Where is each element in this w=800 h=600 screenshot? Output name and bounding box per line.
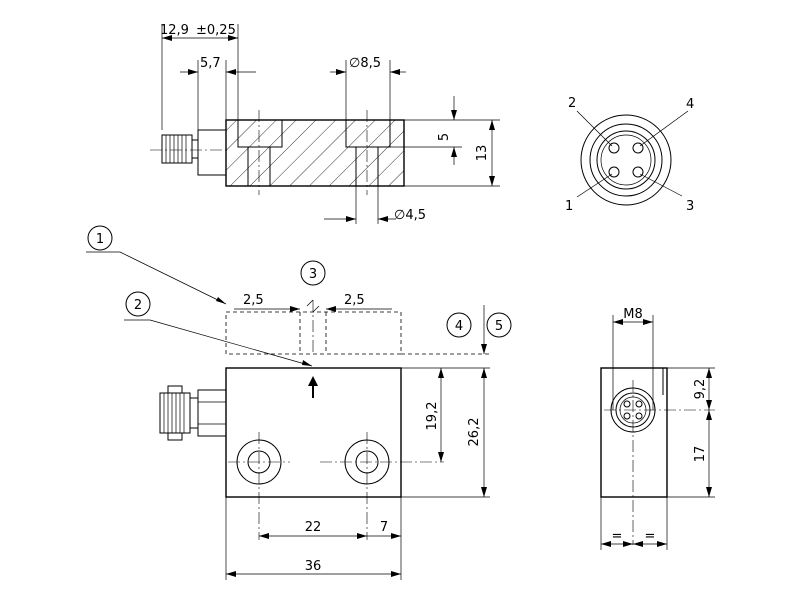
dim-offset-right: 2,5	[312, 293, 392, 313]
dim-counterbore-depth: 5	[390, 96, 500, 165]
side-section-view: 12,9 ±0,25 5,7 ∅8,5	[150, 23, 500, 224]
dim-hole-height: 19,2	[401, 367, 490, 462]
dim-bottom: 17	[667, 410, 715, 498]
svg-text:36: 36	[305, 559, 322, 574]
svg-text:22: 22	[305, 520, 322, 535]
pin-4-label: 4	[686, 97, 694, 112]
connector-side	[150, 129, 230, 176]
dim-edge: 7	[367, 520, 401, 539]
svg-text:17: 17	[693, 446, 708, 463]
svg-text:9,2: 9,2	[693, 379, 708, 400]
dim-tolerance-value: ±0,25	[196, 23, 236, 38]
direction-arrow-icon	[308, 376, 318, 398]
dim-body-height: 26,2	[401, 305, 490, 498]
mounting-hole-left	[228, 432, 290, 540]
dim-counterbore-diameter: ∅8,5	[330, 56, 406, 120]
dim-offset-left: 2,5	[234, 293, 314, 312]
svg-text:4: 4	[455, 319, 463, 334]
svg-text:5: 5	[495, 319, 503, 334]
dim-connector-length: 5,7	[180, 56, 256, 130]
dim-connector-value: 5,7	[200, 56, 221, 71]
svg-text:=: =	[612, 529, 623, 544]
svg-text:2: 2	[134, 298, 142, 313]
svg-text:19,2: 19,2	[425, 402, 440, 431]
svg-text:M8: M8	[623, 307, 643, 322]
end-view: M8 9,2 17 = =	[600, 307, 715, 550]
pin-3-label: 3	[686, 199, 694, 214]
pin-1-label: 1	[565, 199, 573, 214]
callout-2: 2	[124, 291, 313, 367]
dim-height-value: 13	[475, 145, 490, 162]
dim-hole-value: ∅4,5	[394, 208, 426, 223]
svg-text:7: 7	[380, 520, 388, 535]
dim-thread: M8	[612, 307, 654, 410]
end-body	[600, 367, 668, 498]
top-view: 1 2 3 4 5	[86, 225, 512, 580]
dim-overall-length: 12,9 ±0,25	[160, 23, 239, 130]
sensing-zone	[225, 311, 402, 355]
dim-height: 13	[404, 120, 500, 187]
svg-text:2,5: 2,5	[344, 293, 365, 308]
svg-text:3: 3	[309, 267, 317, 282]
callout-4: 4	[446, 312, 472, 338]
svg-text:=: =	[645, 529, 656, 544]
callout-1: 1	[86, 225, 227, 305]
connector-face-view: 2 4 1 3	[565, 96, 694, 214]
dim-hole-spacing: 22	[225, 497, 402, 580]
pin-2-label: 2	[568, 96, 576, 111]
dim-counterbore-value: ∅8,5	[349, 56, 381, 71]
callout-3: 3	[300, 260, 326, 286]
dim-cb-depth-value: 5	[437, 133, 452, 141]
dim-symmetric: = =	[600, 497, 668, 550]
connector-top	[159, 385, 227, 441]
callout-5: 5	[486, 312, 512, 338]
mounting-hole-right	[320, 432, 444, 540]
svg-text:26,2: 26,2	[467, 418, 482, 447]
body-section	[225, 110, 405, 195]
dim-hole-diameter: ∅4,5	[324, 186, 426, 224]
dim-width: 36	[226, 559, 401, 577]
svg-text:1: 1	[96, 232, 104, 247]
dim-connector-height: 9,2	[667, 367, 715, 410]
svg-text:2,5: 2,5	[243, 293, 264, 308]
dim-overall-value: 12,9	[160, 23, 189, 38]
